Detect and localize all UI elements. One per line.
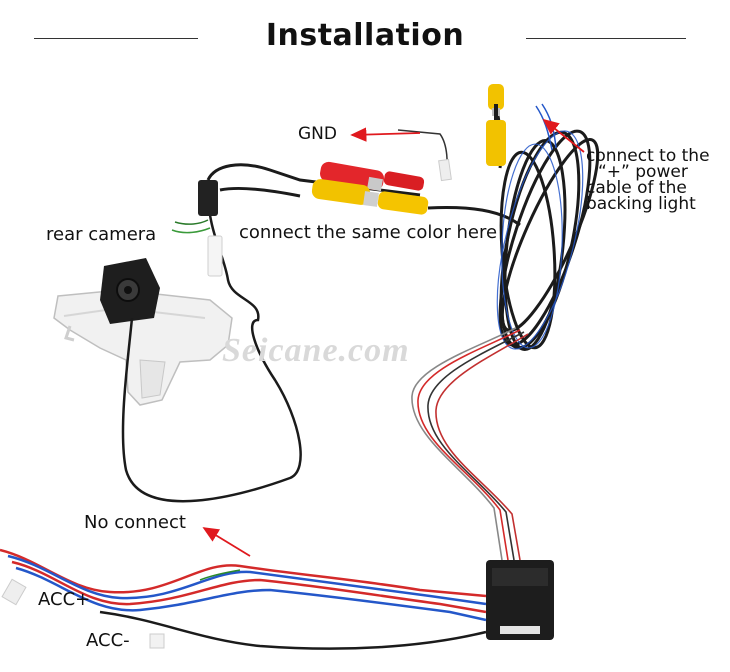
no-connect-arrow (202, 527, 251, 557)
title-rule-right (526, 38, 686, 39)
camera-connector (198, 180, 218, 216)
power-note-line-1: connect to the (586, 146, 710, 166)
top-yellow-rca-plug (486, 84, 506, 166)
camera-cable (121, 214, 302, 503)
acc-twisted-wires (0, 548, 487, 650)
rca-yellow-connector (311, 179, 429, 215)
gnd-label: GND (298, 124, 337, 144)
same-color-label: connect the same color here (239, 222, 498, 243)
rear-camera-label: rear camera (46, 224, 157, 245)
rear-camera (53, 258, 233, 406)
page-title: Installation (265, 18, 465, 53)
power-connection-note: connect to the “+” power cable of the ba… (586, 146, 726, 214)
rca-cable (206, 163, 421, 197)
power-note-line-3: cable of the (586, 178, 687, 198)
power-arrow (542, 118, 585, 153)
no-connect-label: No connect (84, 512, 186, 533)
title-rule-left (34, 38, 198, 39)
acc-minus-label: ACC- (86, 630, 130, 651)
power-note-line-2: “+” power (598, 162, 688, 182)
power-filter-box (486, 560, 554, 640)
power-note-line-4: backing light (586, 194, 696, 214)
watermark: Seicane.com (222, 332, 410, 369)
gnd-arrow (350, 127, 421, 142)
harness-wires (411, 327, 529, 561)
acc-plus-label: ACC+ (38, 589, 91, 610)
